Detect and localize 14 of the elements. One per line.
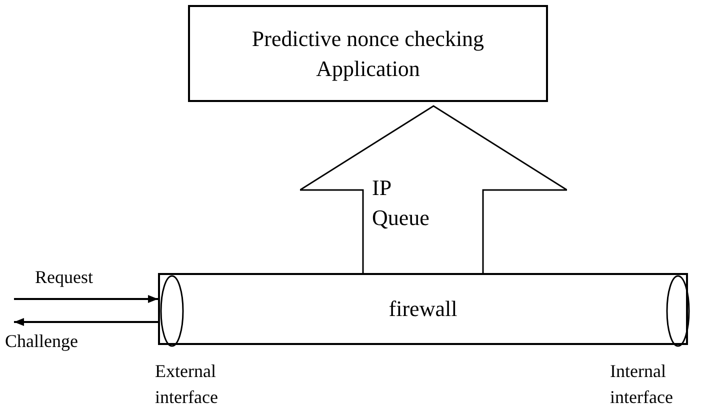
- application-label: Predictive nonce checking Application: [250, 24, 486, 83]
- block-arrow: [300, 105, 567, 273]
- firewall-label: firewall: [388, 295, 458, 323]
- arrow: [14, 295, 158, 303]
- edge-label: Challenge: [5, 330, 78, 352]
- firewall-pipe: [158, 273, 688, 345]
- interface-caption: Internal interface: [610, 360, 674, 409]
- interface-ellipse: [666, 275, 690, 347]
- edge-label: Request: [35, 266, 93, 288]
- arrow: [14, 318, 158, 326]
- interface-ellipse: [160, 275, 184, 347]
- process-box: [188, 5, 548, 102]
- interface-caption: External interface: [155, 360, 219, 409]
- queue-label: IP Queue: [372, 174, 430, 232]
